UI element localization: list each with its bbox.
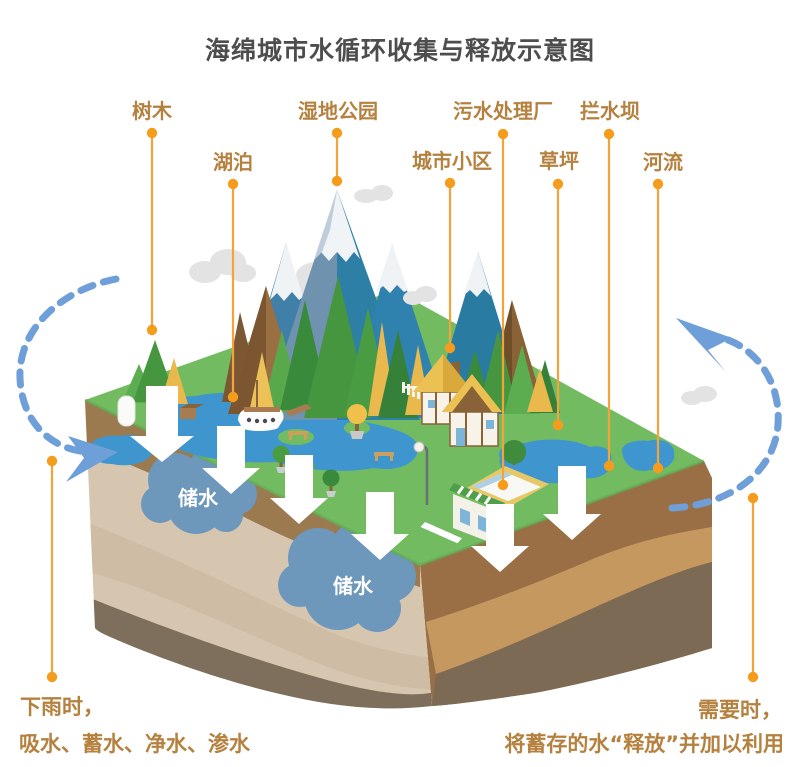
- cycle-arc-left: [16, 275, 120, 456]
- callout-lake: 湖泊: [213, 150, 253, 174]
- crosswalk: [420, 522, 462, 544]
- cycle-arc-right: [668, 334, 782, 512]
- note-release-line1: 需要时，: [698, 698, 782, 722]
- callout-urban-community: 城市小区: [412, 149, 492, 173]
- water-tank: [117, 395, 136, 427]
- callout-river: 河流: [643, 150, 683, 174]
- connector-lake: [227, 178, 239, 403]
- connector-wetland-park: [331, 127, 343, 187]
- down-arrow-icon: [543, 466, 601, 540]
- down-arrow-icon: [130, 386, 194, 462]
- pier: [285, 404, 312, 416]
- street-lamp: [413, 441, 429, 505]
- diagram-title: 海绵城市水循环收集与释放示意图: [204, 36, 596, 65]
- storage-blob-lower: [278, 520, 416, 632]
- callout-dam: 拦水坝: [580, 99, 640, 123]
- house-2: [442, 374, 502, 447]
- connector-trees: [146, 127, 158, 336]
- river: [621, 439, 675, 472]
- cycle-arrowhead-right-icon: [676, 318, 732, 372]
- down-arrow-icon: [351, 492, 409, 560]
- storage-label-lower: 储水: [333, 574, 373, 598]
- crate: [180, 404, 204, 419]
- callout-sewage-plant: 污水处理厂: [453, 99, 553, 123]
- cycle-arrowhead-left-icon: [66, 436, 118, 482]
- callout-lawn: 草坪: [539, 149, 579, 173]
- callout-trees: 树木: [132, 99, 172, 123]
- connector-dam: [603, 128, 615, 472]
- cloud: [354, 185, 717, 405]
- connector-rain-note: [46, 455, 58, 683]
- connector-release-note: [747, 492, 759, 683]
- note-rain-line2: 吸水、蓄水、净水、渗水: [19, 732, 250, 756]
- connector-river: [652, 178, 664, 474]
- connector-urban-community: [444, 177, 456, 354]
- note-release-line2: 将蓄存的水“释放”并加以利用: [504, 732, 784, 756]
- infiltration-arrows: [130, 386, 601, 572]
- storage-label-upper: 储水: [178, 486, 218, 510]
- soil-right-face: [420, 461, 712, 706]
- boat: [238, 380, 284, 431]
- pine-trees: [250, 276, 560, 418]
- soil-left-face: [85, 400, 432, 709]
- ball-tree: [347, 404, 367, 439]
- down-arrow-icon: [270, 455, 328, 524]
- connectors: [46, 127, 759, 683]
- callout-wetland-park: 湿地公园: [298, 99, 378, 123]
- connector-sewage-plant: [497, 128, 509, 491]
- water-cycle-arrows: [16, 275, 782, 512]
- down-arrow-icon: [471, 504, 529, 572]
- note-rain-line1: 下雨时，: [20, 695, 104, 719]
- connector-lawn: [552, 178, 564, 431]
- down-arrow-icon: [202, 426, 260, 494]
